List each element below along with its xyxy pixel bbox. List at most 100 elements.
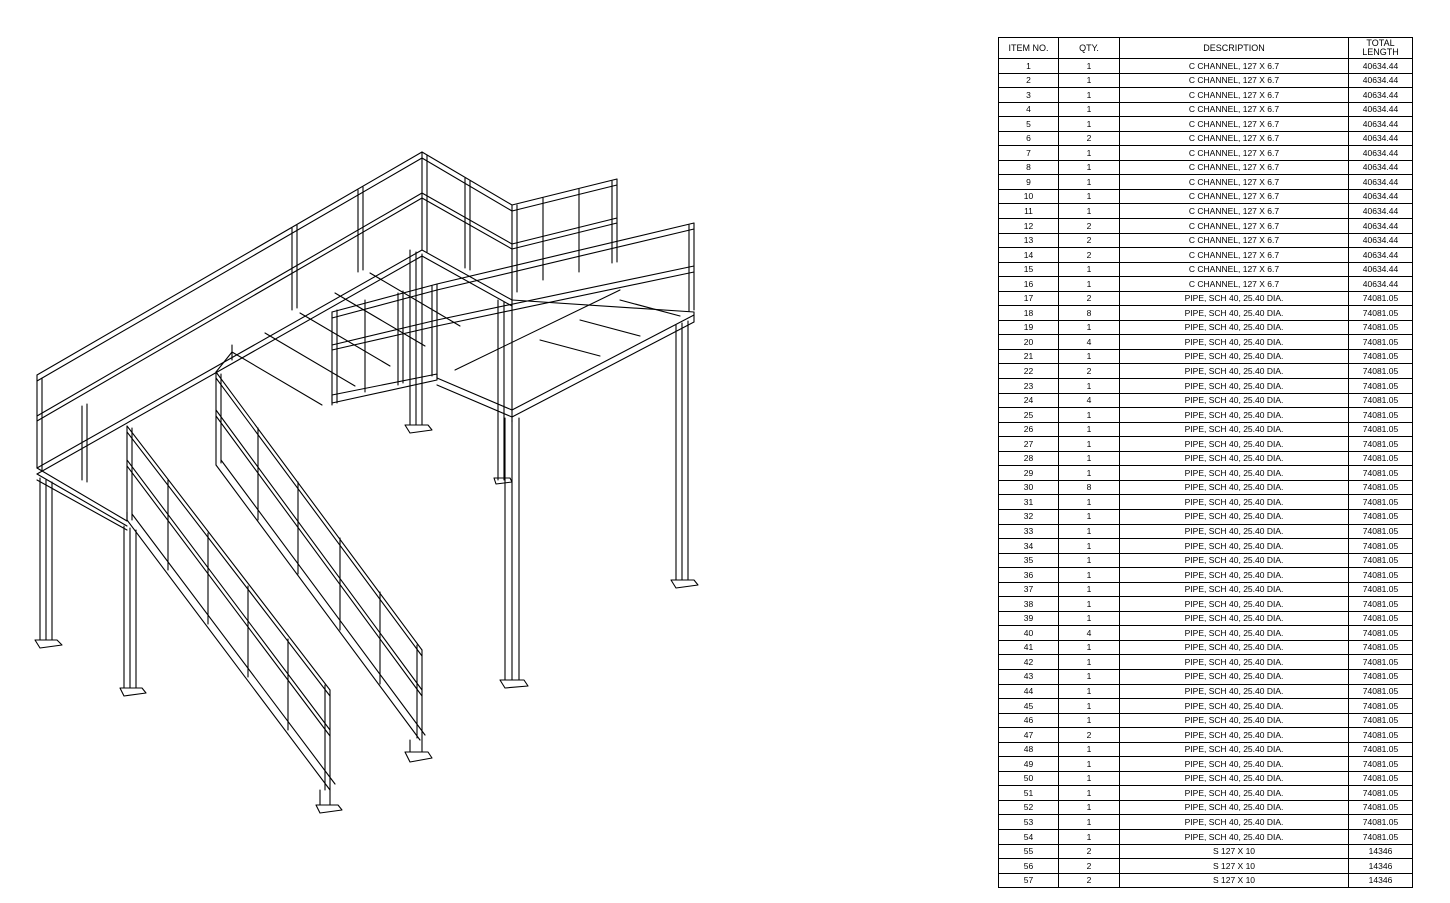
description-cell: S 127 X 10 bbox=[1119, 872, 1349, 889]
stair bbox=[126, 344, 426, 791]
total-length-cell: 74081.05 bbox=[1348, 668, 1413, 685]
qty-cell: 1 bbox=[1058, 203, 1120, 220]
item-no-cell: 19 bbox=[998, 319, 1059, 336]
item-no-cell: 22 bbox=[998, 363, 1059, 380]
description-cell: C CHANNEL, 127 X 6.7 bbox=[1119, 87, 1349, 103]
item-no-cell: 16 bbox=[998, 276, 1059, 292]
total-length-cell: 40634.44 bbox=[1348, 72, 1413, 89]
item-no-cell: 14 bbox=[998, 247, 1059, 263]
qty-cell: 1 bbox=[1058, 552, 1120, 569]
item-no-cell: 56 bbox=[998, 858, 1059, 874]
description-cell: PIPE, SCH 40, 25.40 DIA. bbox=[1119, 450, 1349, 467]
qty-cell: 1 bbox=[1058, 407, 1120, 423]
qty-cell: 4 bbox=[1058, 392, 1120, 409]
table-header-row: ITEM NO. QTY. DESCRIPTION TOTAL LENGTH bbox=[998, 37, 1413, 59]
item-no-cell: 35 bbox=[998, 552, 1059, 569]
description-cell: PIPE, SCH 40, 25.40 DIA. bbox=[1119, 378, 1349, 394]
description-cell: PIPE, SCH 40, 25.40 DIA. bbox=[1119, 392, 1349, 409]
item-no-cell: 43 bbox=[998, 668, 1059, 685]
description-cell: C CHANNEL, 127 X 6.7 bbox=[1119, 203, 1349, 220]
item-no-cell: 45 bbox=[998, 698, 1059, 714]
description-cell: PIPE, SCH 40, 25.40 DIA. bbox=[1119, 552, 1349, 569]
item-no-cell: 47 bbox=[998, 727, 1059, 743]
qty-cell: 1 bbox=[1058, 58, 1120, 74]
qty-cell: 1 bbox=[1058, 261, 1120, 278]
description-cell: PIPE, SCH 40, 25.40 DIA. bbox=[1119, 479, 1349, 496]
description-cell: PIPE, SCH 40, 25.40 DIA. bbox=[1119, 814, 1349, 830]
qty-cell: 1 bbox=[1058, 159, 1120, 176]
total-length-cell: 74081.05 bbox=[1348, 392, 1413, 409]
qty-cell: 1 bbox=[1058, 828, 1120, 845]
total-length-cell: 40634.44 bbox=[1348, 159, 1413, 176]
item-no-cell: 55 bbox=[998, 843, 1059, 860]
item-no-cell: 24 bbox=[998, 392, 1059, 409]
item-no-cell: 29 bbox=[998, 465, 1059, 481]
total-length-cell: 74081.05 bbox=[1348, 581, 1413, 598]
item-no-cell: 12 bbox=[998, 218, 1059, 234]
total-length-cell: 74081.05 bbox=[1348, 741, 1413, 758]
description-cell: PIPE, SCH 40, 25.40 DIA. bbox=[1119, 639, 1349, 656]
total-length-cell: 40634.44 bbox=[1348, 130, 1413, 147]
qty-cell: 1 bbox=[1058, 610, 1120, 627]
total-length-cell: 40634.44 bbox=[1348, 232, 1413, 249]
platform-isometric-drawing bbox=[34, 151, 699, 814]
item-no-cell: 1 bbox=[998, 58, 1059, 74]
qty-cell: 1 bbox=[1058, 538, 1120, 554]
item-no-cell: 42 bbox=[998, 654, 1059, 670]
item-no-cell: 25 bbox=[998, 407, 1059, 423]
description-cell: PIPE, SCH 40, 25.40 DIA. bbox=[1119, 828, 1349, 845]
total-length-cell: 74081.05 bbox=[1348, 348, 1413, 365]
description-cell: PIPE, SCH 40, 25.40 DIA. bbox=[1119, 610, 1349, 627]
qty-cell: 1 bbox=[1058, 785, 1120, 801]
description-cell: PIPE, SCH 40, 25.40 DIA. bbox=[1119, 712, 1349, 729]
item-no-cell: 41 bbox=[998, 639, 1059, 656]
item-no-cell: 3 bbox=[998, 87, 1059, 103]
description-cell: PIPE, SCH 40, 25.40 DIA. bbox=[1119, 508, 1349, 525]
qty-cell: 1 bbox=[1058, 770, 1120, 787]
total-length-cell: 40634.44 bbox=[1348, 188, 1413, 205]
qty-cell: 1 bbox=[1058, 101, 1120, 118]
description-cell: C CHANNEL, 127 X 6.7 bbox=[1119, 159, 1349, 176]
item-no-cell: 5 bbox=[998, 116, 1059, 132]
item-no-cell: 49 bbox=[998, 756, 1059, 772]
item-no-cell: 36 bbox=[998, 567, 1059, 583]
description-cell: PIPE, SCH 40, 25.40 DIA. bbox=[1119, 290, 1349, 307]
total-length-cell: 40634.44 bbox=[1348, 203, 1413, 220]
qty-cell: 1 bbox=[1058, 348, 1120, 365]
right-walkway-rails bbox=[431, 222, 695, 411]
description-cell: C CHANNEL, 127 X 6.7 bbox=[1119, 101, 1349, 118]
total-length-cell: 40634.44 bbox=[1348, 174, 1413, 190]
total-length-cell: 40634.44 bbox=[1348, 145, 1413, 161]
qty-cell: 2 bbox=[1058, 858, 1120, 874]
item-no-cell: 34 bbox=[998, 538, 1059, 554]
description-cell: C CHANNEL, 127 X 6.7 bbox=[1119, 188, 1349, 205]
item-no-cell: 39 bbox=[998, 610, 1059, 627]
total-length-cell: 40634.44 bbox=[1348, 58, 1413, 74]
header-description: DESCRIPTION bbox=[1119, 37, 1349, 59]
item-no-cell: 28 bbox=[998, 450, 1059, 467]
description-cell: PIPE, SCH 40, 25.40 DIA. bbox=[1119, 756, 1349, 772]
item-no-cell: 57 bbox=[998, 872, 1059, 889]
qty-cell: 2 bbox=[1058, 218, 1120, 234]
description-cell: PIPE, SCH 40, 25.40 DIA. bbox=[1119, 799, 1349, 816]
